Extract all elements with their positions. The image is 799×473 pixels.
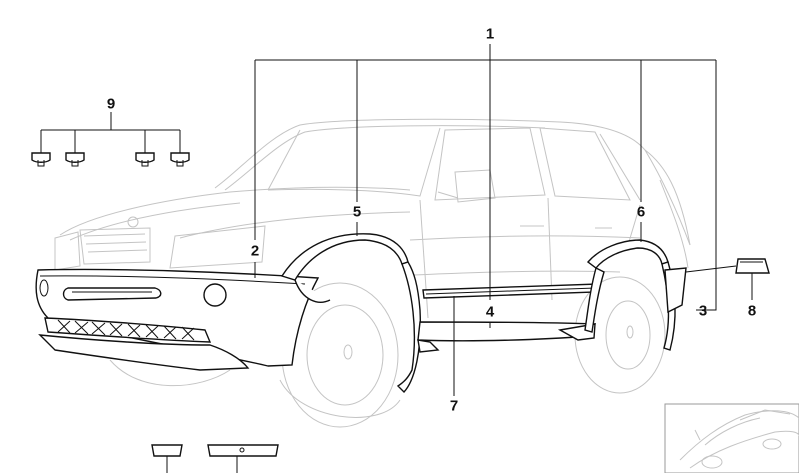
callout-2: 2	[250, 242, 260, 260]
callout-7: 7	[449, 397, 459, 415]
front-wheel-arch-trim	[280, 233, 422, 394]
callout-4: 4	[485, 303, 495, 321]
front-bumper-part	[35, 268, 320, 371]
rear-bumper-part	[664, 267, 687, 314]
callout-1: 1	[485, 25, 495, 43]
clips-group	[31, 152, 190, 167]
leader-lines	[40, 44, 753, 396]
car-thumbnail-icon	[664, 403, 799, 473]
callout-8: 8	[747, 302, 757, 320]
callout-9: 9	[106, 95, 116, 113]
callout-6: 6	[636, 203, 646, 221]
side-sill-part	[417, 321, 597, 353]
callout-5: 5	[352, 203, 362, 221]
rear-wheel-arch-trim	[584, 239, 676, 351]
callout-3: 3	[698, 302, 708, 320]
small-trim-piece-part	[735, 258, 770, 274]
vehicle-outline	[54, 118, 691, 428]
door-trim-strip-part	[422, 283, 599, 299]
bottom-parts	[151, 444, 279, 473]
